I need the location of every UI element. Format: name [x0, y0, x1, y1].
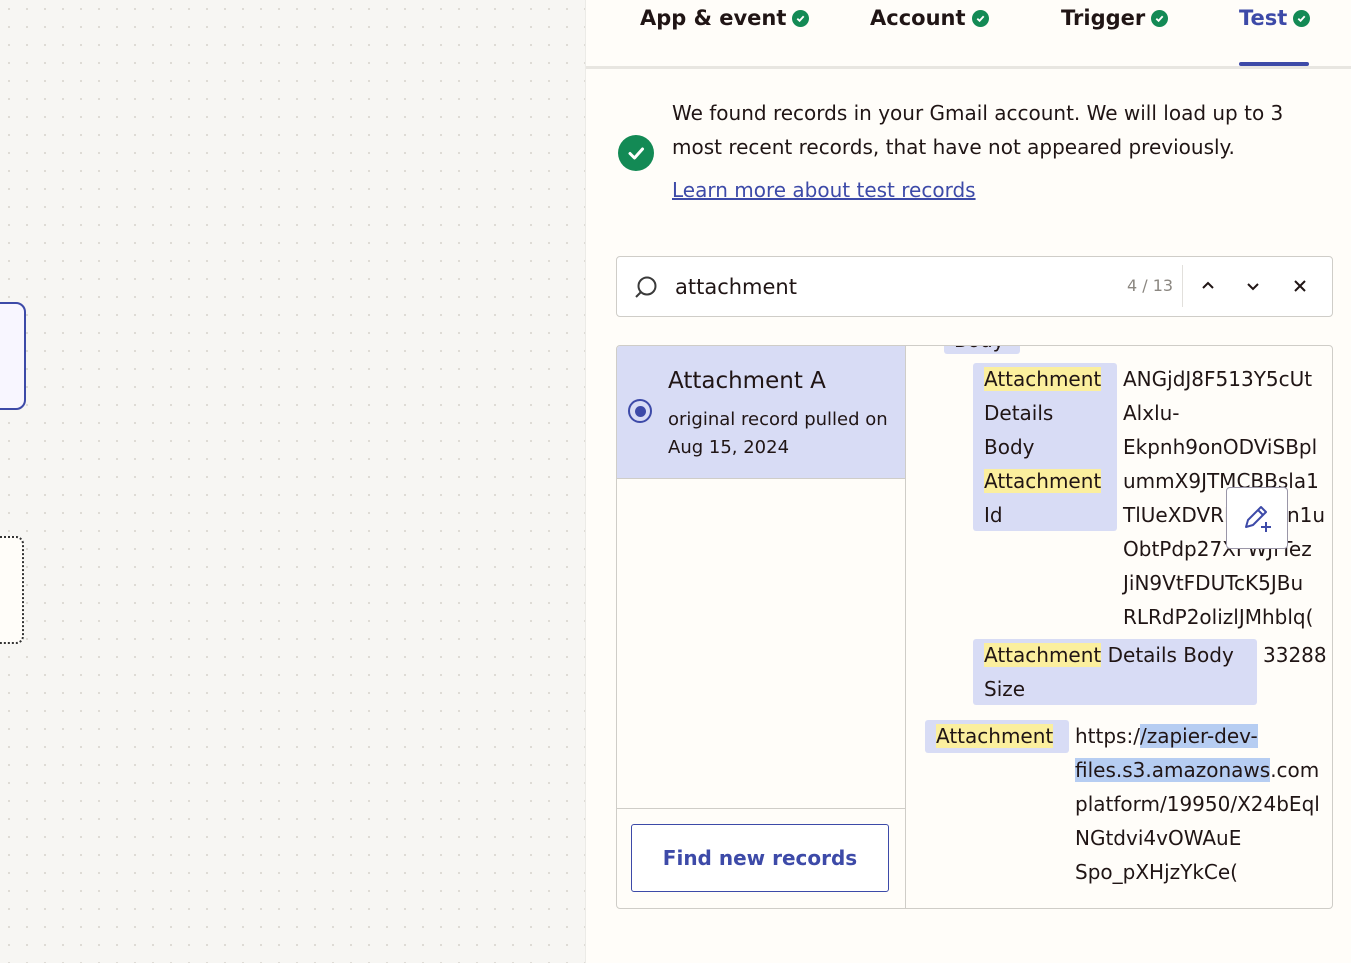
field-value: 33288 — [1263, 643, 1327, 667]
record-detail[interactable]: Body Attachment Details Body Attachment … — [906, 346, 1332, 908]
search-icon — [633, 275, 659, 305]
tab-trigger[interactable]: Trigger — [1061, 4, 1169, 32]
find-new-records-button[interactable]: Find new records — [631, 824, 889, 892]
record-search-bar: 4 / 13 — [616, 256, 1333, 317]
field-key-line: Attachment Details Body — [984, 643, 1234, 667]
tab-label: App & event — [640, 6, 787, 30]
record-title: Attachment A — [668, 368, 826, 394]
success-check-icon — [618, 135, 654, 171]
tab-account[interactable]: Account — [870, 4, 989, 32]
record-list: Attachment A original record pulled on A… — [617, 346, 906, 908]
tab-label: Trigger — [1061, 6, 1146, 30]
test-result-message: We found records in your Gmail account. … — [672, 101, 1284, 159]
check-circle-icon — [971, 9, 989, 27]
previous-match-button[interactable] — [1193, 271, 1223, 301]
divider — [617, 808, 905, 809]
search-input[interactable] — [673, 269, 1117, 305]
records-viewer: Attachment A original record pulled on A… — [616, 345, 1333, 909]
workflow-canvas[interactable] — [0, 0, 586, 963]
active-tab-indicator — [1239, 62, 1309, 66]
close-search-button[interactable] — [1285, 271, 1315, 301]
field-value-line: Alxlu- — [1123, 401, 1180, 425]
key-box — [973, 363, 1117, 531]
field-value-line: RLRdP2olizlJMhblq( — [1123, 605, 1314, 629]
edit-pencil-button[interactable] — [1226, 487, 1288, 549]
check-circle-icon — [1293, 9, 1311, 27]
field-key-line: Attachment — [984, 469, 1102, 493]
divider — [1182, 265, 1183, 307]
field-key-line: Id — [984, 503, 1003, 527]
workflow-placeholder-node[interactable] — [0, 536, 24, 644]
tab-label: Account — [870, 6, 966, 30]
field-value-line: https://zapier-dev- — [1075, 724, 1258, 748]
parent-key: Body — [954, 346, 1005, 357]
field-value-line: Spo_pXHjzYkCe( — [1075, 860, 1238, 884]
record-item[interactable]: Attachment A original record pulled on A… — [617, 346, 905, 479]
tab-label: Test — [1239, 6, 1288, 30]
field-value-line: JiN9VtFDUTcK5JBu — [1123, 571, 1304, 595]
step-panel: App & event Account Trigger Test We foun… — [586, 0, 1351, 963]
chevron-down-icon — [1247, 283, 1259, 291]
field-value-line: Ekpnh9onODViSBpl — [1123, 435, 1318, 459]
tab-app-event[interactable]: App & event — [640, 4, 810, 32]
field-value-line: ANGjdJ8F513Y5cUt — [1123, 367, 1313, 391]
chevron-up-icon — [1202, 281, 1214, 289]
key-box — [944, 346, 1020, 354]
field-value-line: NGtdvi4vOWAuE — [1075, 826, 1242, 850]
field-key-line: Attachment — [936, 724, 1054, 748]
field-key-line: Attachment — [984, 367, 1102, 391]
check-circle-icon — [1151, 9, 1169, 27]
field-value-line: platform/19950/X24bEql — [1075, 792, 1320, 816]
tab-test[interactable]: Test — [1239, 4, 1311, 32]
match-counter: 4 / 13 — [1127, 276, 1174, 295]
field-key-line: Details — [984, 401, 1054, 425]
record-subtitle: original record pulled on Aug 15, 2024 — [668, 409, 888, 458]
check-circle-icon — [792, 9, 810, 27]
field-value-line: TlUeXDVRFFTKNn1u — [1123, 503, 1326, 527]
workflow-step-node[interactable] — [0, 302, 26, 410]
pencil-plus-icon — [1245, 506, 1271, 532]
radio-selected-icon[interactable] — [628, 399, 652, 423]
next-match-button[interactable] — [1238, 271, 1268, 301]
field-key-line: Size — [984, 677, 1026, 701]
field-value-line: ummX9JTMCBBsla1 — [1123, 469, 1319, 493]
step-tabs: App & event Account Trigger Test — [586, 0, 1351, 69]
field-key-line: Body — [984, 435, 1035, 459]
field-value-line: files.s3.amazonaws.com — [1075, 758, 1320, 782]
close-icon — [1294, 280, 1306, 292]
learn-more-link[interactable]: Learn more about test records — [672, 178, 976, 202]
